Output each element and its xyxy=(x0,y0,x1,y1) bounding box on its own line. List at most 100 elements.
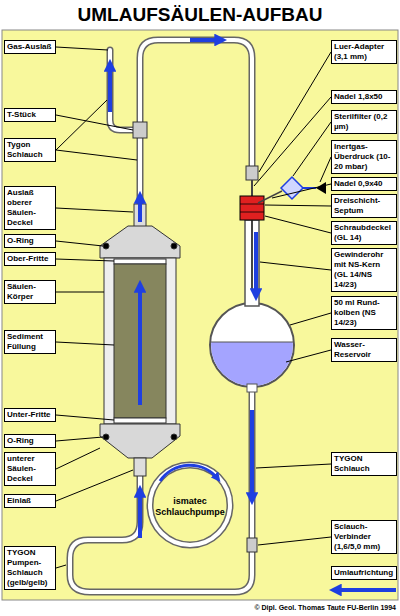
flask xyxy=(200,220,310,392)
leader-line xyxy=(254,97,331,186)
part-label: Säulen-Körper xyxy=(4,280,56,304)
leader-line xyxy=(56,47,108,50)
label-text: Säulen-Körper xyxy=(7,282,53,302)
flow-arrows xyxy=(138,196,142,222)
septum-needle xyxy=(240,204,264,205)
connector xyxy=(247,538,257,552)
flask xyxy=(211,342,293,343)
label-text: Sterilfilter (0,2 µm) xyxy=(334,112,394,132)
background-panel xyxy=(2,30,398,600)
label-text: Umlaufrichtung xyxy=(334,568,394,578)
leader-line xyxy=(56,208,133,212)
sterile-filter xyxy=(316,182,326,194)
label-text: Unter-Fritte xyxy=(7,410,53,420)
background-panel xyxy=(2,30,398,600)
leader-line xyxy=(286,350,331,362)
part-label: Gewinderohr mit NS-Kern (GL 14/NS 14/23) xyxy=(331,248,397,292)
label-text: T-Stück xyxy=(7,110,53,120)
part-label: O-Ring xyxy=(4,234,56,248)
connector xyxy=(247,538,257,552)
flow-arrows xyxy=(138,490,142,538)
part-label: TYGON Pumpen-Schlauch (gelb/gelb) xyxy=(4,546,56,590)
part-label: TYGON Schlauch xyxy=(331,452,397,476)
column-body xyxy=(114,264,166,418)
column-body xyxy=(100,424,180,458)
label-text: Sediment Füllung xyxy=(7,332,53,352)
flow-arrows xyxy=(190,38,222,42)
column-body xyxy=(100,204,180,476)
label-text: Dreischicht-Septum xyxy=(334,196,394,216)
septum-needle xyxy=(240,196,264,220)
label-text: Wasser-Reservoir xyxy=(334,340,394,360)
label-text: TYGON Schlauch xyxy=(334,454,394,474)
label-text: Inertgas-Überdruck (10-20 mbar) xyxy=(334,142,394,172)
column-body xyxy=(114,418,166,423)
part-label: Inertgas-Überdruck (10-20 mbar) xyxy=(331,140,397,174)
column-body xyxy=(171,243,177,249)
label-text: 50 ml Rund-kolben (NS 14/23) xyxy=(334,298,394,328)
pump-label: ismatec Schlauchpumpe xyxy=(153,496,227,518)
pump-symbol xyxy=(150,465,230,545)
part-label: Auslaß oberer Säulen-Deckel xyxy=(4,186,56,230)
pump-symbol xyxy=(160,465,218,481)
part-label: Tygon Schlauch xyxy=(4,138,56,162)
label-text: Luer-Adapter (3,1 mm) xyxy=(334,42,394,62)
leader-line xyxy=(56,437,103,441)
label-text: Nadel 1,8x50 xyxy=(334,92,394,102)
label-text: Auslaß oberer Säulen-Deckel xyxy=(7,188,53,228)
part-label: Nadel 1,8x50 xyxy=(331,90,397,104)
leader-line xyxy=(320,157,331,182)
leader-line xyxy=(56,241,103,246)
sterile-filter xyxy=(281,177,303,199)
leader-line xyxy=(56,259,114,261)
leader-line xyxy=(56,565,66,568)
flow-arrows xyxy=(108,64,112,112)
part-label: Luer-Adapter (3,1 mm) xyxy=(331,40,397,64)
label-text: Gewinderohr mit NS-Kern (GL 14/NS 14/23) xyxy=(334,250,394,290)
part-label: Sediment Füllung xyxy=(4,330,56,354)
flow-arrows xyxy=(334,588,396,592)
column-body xyxy=(104,258,176,424)
tubing xyxy=(110,50,140,130)
pump-symbol xyxy=(150,465,230,545)
tubing xyxy=(110,50,140,130)
column-body xyxy=(103,434,109,440)
label-text: unterer Säulen-Deckel xyxy=(7,454,53,484)
leader-line xyxy=(56,415,114,420)
part-label: Einlaß xyxy=(4,494,56,508)
label-text: Tygon Schlauch xyxy=(7,140,53,160)
label-text: Sclauch-Verbinder (1,6/5,0 mm) xyxy=(334,522,394,552)
leader-line xyxy=(56,100,107,150)
label-text: Einlaß xyxy=(7,496,53,506)
leader-line xyxy=(56,150,137,160)
label-text: Schraubdeckel (GL 14) xyxy=(334,223,394,243)
part-label: O-Ring xyxy=(4,434,56,448)
leader-line xyxy=(260,262,331,270)
column-body xyxy=(114,259,166,264)
leader-line xyxy=(56,115,133,130)
column-body xyxy=(171,434,177,440)
septum-needle xyxy=(246,166,258,180)
label-text: TYGON Pumpen-Schlauch (gelb/gelb) xyxy=(7,548,53,588)
tubing xyxy=(140,40,252,226)
label-text: Nadel 0,9x40 xyxy=(334,179,394,189)
part-label: unterer Säulen-Deckel xyxy=(4,452,56,486)
leader-line xyxy=(56,448,100,469)
pump-symbol xyxy=(150,465,230,545)
label-text: Gas-Auslaß xyxy=(7,42,53,52)
part-label: Nadel 0,9x40 xyxy=(331,177,397,191)
leader-line xyxy=(293,122,331,176)
part-label: Umlaufrichtung xyxy=(331,566,397,580)
column-body xyxy=(100,226,180,258)
t-piece xyxy=(133,122,147,138)
septum-needle xyxy=(240,212,264,213)
part-label: Sclauch-Verbinder (1,6/5,0 mm) xyxy=(331,520,397,554)
flask xyxy=(247,384,257,392)
flow-arrows xyxy=(138,285,142,405)
leader-line xyxy=(272,184,331,198)
leader-line xyxy=(56,470,133,501)
label-text: ismatec Schlauchpumpe xyxy=(153,496,227,518)
diagram-title: UMLAUFSÄULEN-AUFBAU xyxy=(0,3,400,27)
